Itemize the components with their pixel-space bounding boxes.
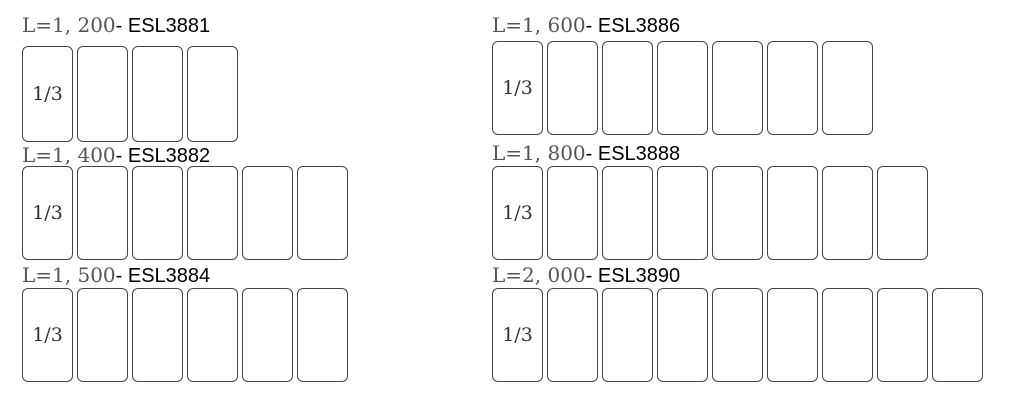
separator: - (115, 265, 128, 287)
panel (77, 288, 128, 382)
panel (877, 288, 928, 382)
model-code: ESL3888 (597, 143, 681, 165)
length-label: L=1, 800 (492, 141, 586, 165)
panel (877, 166, 928, 260)
length-label: L=1, 400 (22, 143, 116, 167)
separator: - (115, 145, 128, 167)
panel-label: 1/3 (502, 324, 533, 346)
separator: - (115, 15, 128, 37)
separator: - (585, 15, 598, 37)
panel (767, 166, 818, 260)
panel (822, 288, 873, 382)
panel (547, 166, 598, 260)
model-label: - ESL3881 (116, 15, 211, 37)
length-label: L=2, 000 (492, 263, 586, 287)
group-title: L=2, 000- ESL3890 (492, 262, 680, 288)
panel-label: 1/3 (502, 202, 533, 224)
panel (712, 166, 763, 260)
panel (77, 46, 128, 142)
panel (657, 166, 708, 260)
panel (77, 166, 128, 260)
length-label: L=1, 200 (22, 13, 116, 37)
panel-row: 1/3 (492, 41, 877, 135)
group-title: L=1, 400- ESL3882 (22, 142, 210, 168)
model-code: ESL3890 (597, 265, 681, 287)
group-title: L=1, 600- ESL3886 (492, 12, 680, 38)
panel (132, 46, 183, 142)
panel-label: 1/3 (32, 83, 63, 105)
panel-row: 1/3 (492, 288, 987, 382)
separator: - (585, 143, 598, 165)
group-title: L=1, 500- ESL3884 (22, 262, 210, 288)
panel (242, 166, 293, 260)
panel-row: 1/3 (22, 166, 352, 260)
panel-third: 1/3 (492, 288, 543, 382)
panel (822, 166, 873, 260)
panel-label: 1/3 (32, 202, 63, 224)
model-label: - ESL3890 (586, 265, 681, 287)
model-code: ESL3881 (127, 15, 211, 37)
length-label: L=1, 500 (22, 263, 116, 287)
panel (132, 288, 183, 382)
panel (657, 41, 708, 135)
panel (297, 288, 348, 382)
panel (602, 166, 653, 260)
panel (767, 41, 818, 135)
panel (767, 288, 818, 382)
model-label: - ESL3886 (586, 15, 681, 37)
panel-label: 1/3 (502, 77, 533, 99)
panel (602, 288, 653, 382)
panel (657, 288, 708, 382)
panel (187, 46, 238, 142)
separator: - (585, 265, 598, 287)
panel-third: 1/3 (22, 166, 73, 260)
panel-row: 1/3 (22, 46, 242, 142)
model-code: ESL3884 (127, 265, 211, 287)
panel-row: 1/3 (492, 166, 932, 260)
model-label: - ESL3884 (116, 265, 211, 287)
panel-third: 1/3 (22, 46, 73, 142)
panel (242, 288, 293, 382)
panel-row: 1/3 (22, 288, 352, 382)
panel-third: 1/3 (492, 41, 543, 135)
group-title: L=1, 800- ESL3888 (492, 140, 680, 166)
panel-third: 1/3 (492, 166, 543, 260)
model-code: ESL3886 (597, 15, 681, 37)
panel (132, 166, 183, 260)
panel (822, 41, 873, 135)
panel (187, 166, 238, 260)
panel (932, 288, 983, 382)
group-title: L=1, 200- ESL3881 (22, 12, 210, 38)
model-label: - ESL3888 (586, 143, 681, 165)
panel (547, 288, 598, 382)
model-label: - ESL3882 (116, 145, 211, 167)
panel (547, 41, 598, 135)
length-label: L=1, 600 (492, 13, 586, 37)
panel (712, 288, 763, 382)
model-code: ESL3882 (127, 145, 211, 167)
panel (712, 41, 763, 135)
panel (602, 41, 653, 135)
panel-label: 1/3 (32, 324, 63, 346)
panel (297, 166, 348, 260)
panel-third: 1/3 (22, 288, 73, 382)
panel (187, 288, 238, 382)
